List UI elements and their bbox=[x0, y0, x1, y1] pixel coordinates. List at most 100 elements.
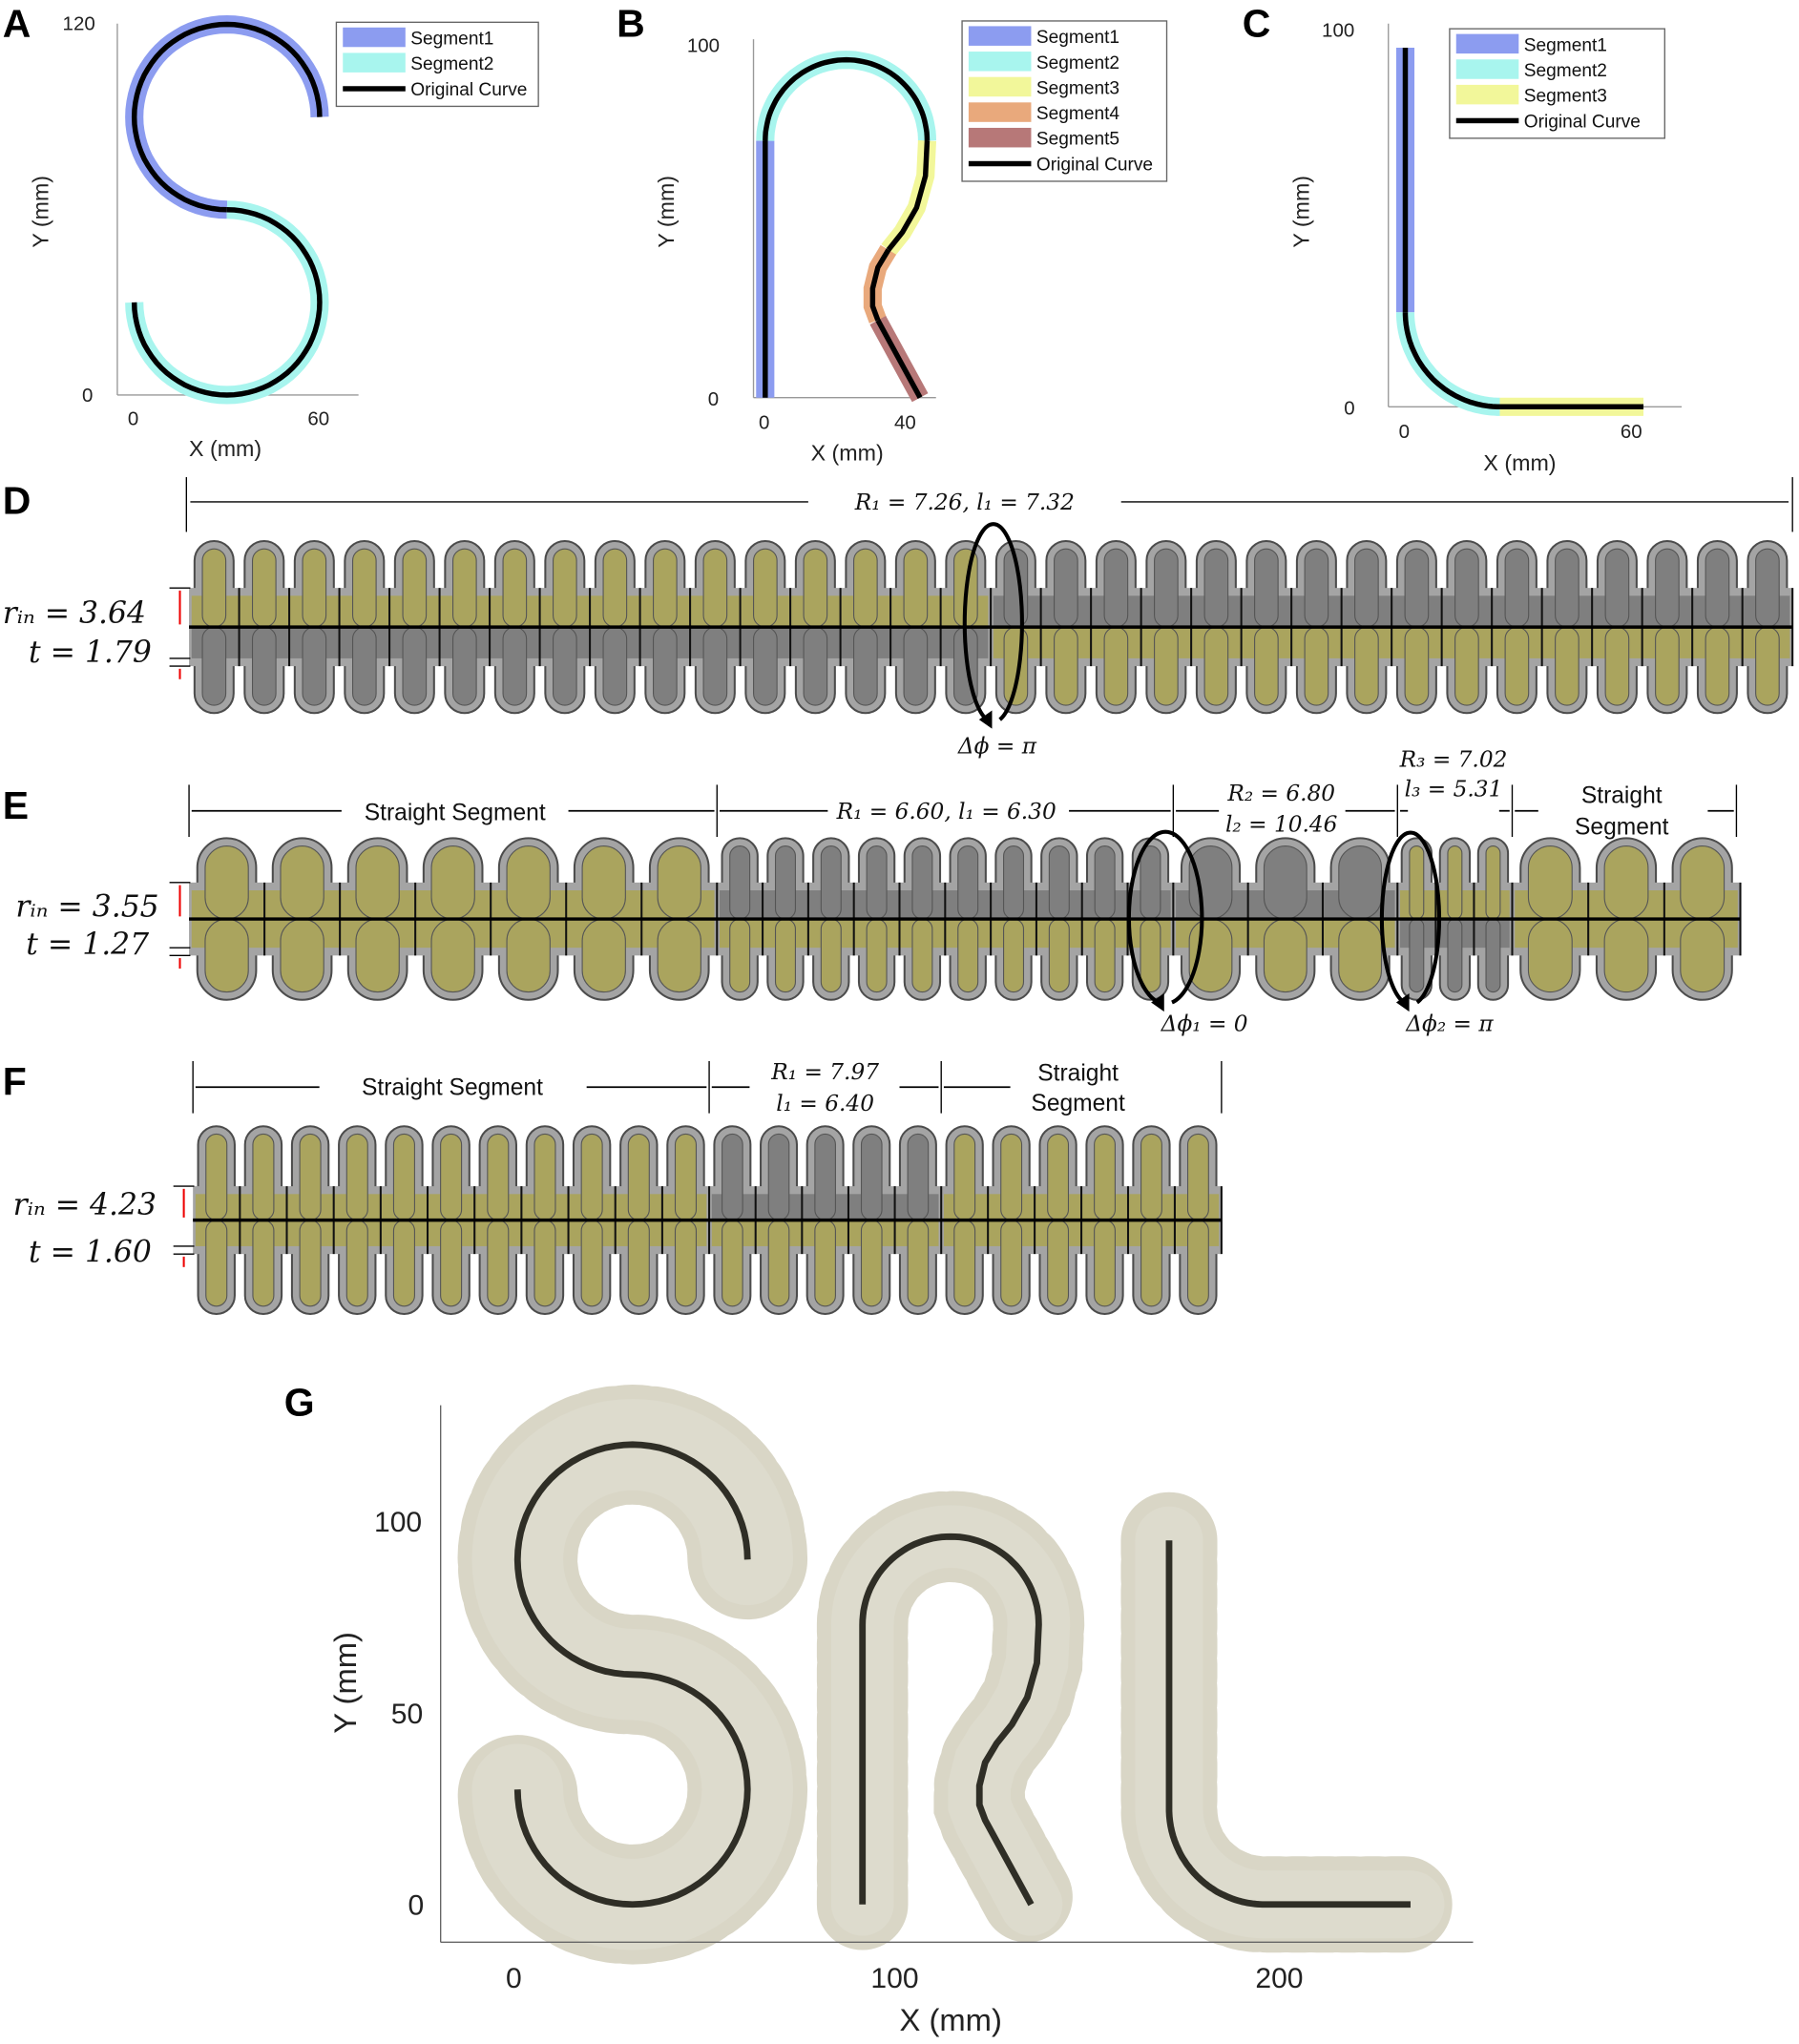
panel-d-bellows: R₁ = 7.26, l₁ = 7.32 rᵢₙ = 3.64 t = 1.79… bbox=[3, 477, 1794, 760]
y-tick: 0 bbox=[1344, 397, 1354, 419]
chamber-lobe bbox=[1447, 918, 1463, 993]
chamber-lobe bbox=[452, 626, 477, 706]
chamber-lobe bbox=[1604, 626, 1630, 706]
y-tick: 120 bbox=[63, 13, 95, 35]
legend-label: Segment1 bbox=[1524, 35, 1607, 55]
section-label: R₂ = 6.80 bbox=[1226, 781, 1335, 806]
chamber-lobe bbox=[657, 918, 701, 993]
chamber-lobe bbox=[430, 918, 475, 993]
chamber-lobe bbox=[1094, 845, 1116, 920]
chamber-lobe bbox=[911, 845, 933, 920]
chamber-lobe bbox=[1603, 918, 1649, 993]
original-curve bbox=[131, 207, 323, 398]
chamber-lobe bbox=[506, 845, 551, 920]
section-label: Straight bbox=[1037, 1060, 1119, 1086]
chamber-lobe bbox=[452, 548, 477, 628]
chamber-lobe bbox=[1527, 845, 1573, 920]
chamber-lobe bbox=[392, 1220, 415, 1307]
chamber-lobe bbox=[903, 548, 929, 628]
original-curve bbox=[886, 140, 931, 252]
panel-label-c: C bbox=[1243, 1, 1271, 45]
chamber-lobe bbox=[911, 918, 933, 993]
panel-label-a: A bbox=[3, 1, 31, 45]
section-label: l₂ = 10.46 bbox=[1225, 812, 1337, 838]
section-label: Straight Segment bbox=[365, 800, 546, 825]
chamber-lobe bbox=[1603, 845, 1649, 920]
chamber-lobe bbox=[1003, 626, 1029, 706]
legend-label: Original Curve bbox=[1036, 155, 1153, 175]
chamber-lobe bbox=[1000, 1133, 1023, 1221]
chamber-lobe bbox=[820, 918, 842, 993]
original-curve bbox=[869, 248, 891, 322]
chamber-lobe bbox=[803, 626, 828, 706]
plot-c: 100 0 0 60 X (mm) Y (mm) Segment1Segment… bbox=[1288, 19, 1683, 475]
legend-line bbox=[1455, 117, 1519, 124]
x-tick: 60 bbox=[1621, 421, 1642, 443]
chamber-lobe bbox=[1254, 548, 1279, 628]
chamber-lobe bbox=[280, 918, 324, 993]
chamber-lobe bbox=[1103, 548, 1129, 628]
x-tick: 40 bbox=[894, 411, 916, 433]
segment-2-band bbox=[756, 51, 937, 141]
x-axis-label: X (mm) bbox=[1483, 450, 1556, 475]
arrowhead-icon bbox=[978, 710, 993, 729]
inner-radius-label: rᵢₙ = 3.55 bbox=[15, 889, 158, 924]
chamber-lobe bbox=[1604, 548, 1630, 628]
legend-line bbox=[968, 160, 1032, 167]
chamber-lobe bbox=[627, 1220, 650, 1307]
panel-label-g: G bbox=[284, 1381, 315, 1425]
y-axis-label: Y (mm) bbox=[1288, 176, 1313, 248]
chamber-lobe bbox=[1404, 548, 1430, 628]
legend-swatch bbox=[968, 76, 1032, 97]
panel-f-bellows: Straight Segment R₁ = 7.97 l₁ = 6.40 Str… bbox=[13, 1059, 1223, 1315]
legend-label: Segment2 bbox=[1036, 53, 1119, 73]
thickness-label: t = 1.27 bbox=[26, 928, 149, 962]
panel-label-e: E bbox=[3, 783, 29, 827]
original-curve bbox=[1165, 1540, 1411, 1908]
legend-label: Segment5 bbox=[1036, 130, 1119, 150]
original-curve bbox=[859, 1533, 1042, 1907]
original-curve bbox=[875, 319, 923, 400]
legend-label: Segment2 bbox=[410, 54, 493, 74]
chamber-lobe bbox=[814, 1220, 836, 1307]
legend-swatch bbox=[1455, 33, 1519, 54]
section-label: Straight Segment bbox=[362, 1074, 543, 1100]
arrowhead-icon bbox=[1395, 992, 1410, 1012]
chamber-lobe bbox=[1140, 845, 1161, 920]
chamber-lobe bbox=[1140, 918, 1161, 993]
chamber-lobe bbox=[355, 845, 400, 920]
chamber-lobe bbox=[820, 845, 842, 920]
chamber-lobe bbox=[252, 1220, 275, 1307]
y-tick: 100 bbox=[374, 1507, 422, 1538]
chamber-lobe bbox=[201, 626, 227, 706]
legend-label: Segment4 bbox=[1036, 104, 1119, 124]
chamber-lobe bbox=[1504, 626, 1530, 706]
chamber-lobe bbox=[657, 845, 701, 920]
y-tick: 0 bbox=[82, 385, 93, 407]
chamber-lobe bbox=[1054, 626, 1078, 706]
chamber-lobe bbox=[653, 626, 678, 706]
chamber-lobe bbox=[1154, 548, 1179, 628]
legend-swatch bbox=[343, 52, 406, 73]
chamber-lobe bbox=[553, 626, 577, 706]
chamber-lobe bbox=[653, 548, 678, 628]
x-tick: 200 bbox=[1255, 1963, 1303, 1994]
y-tick: 0 bbox=[408, 1890, 425, 1922]
chamber-lobe bbox=[402, 548, 428, 628]
x-axis-label: X (mm) bbox=[900, 2002, 1002, 2037]
chamber-lobe bbox=[1454, 626, 1479, 706]
original-curve bbox=[131, 21, 323, 213]
chamber-lobe bbox=[602, 626, 628, 706]
chamber-lobe bbox=[702, 548, 728, 628]
chamber-lobe bbox=[1485, 845, 1501, 920]
phase-label: Δϕ₂ = π bbox=[1405, 1012, 1494, 1037]
chamber-lobe bbox=[251, 548, 277, 628]
chamber-lobe bbox=[774, 845, 796, 920]
legend-label: Segment3 bbox=[1036, 78, 1119, 98]
rotation-arrow bbox=[1126, 829, 1204, 1005]
chamber-lobe bbox=[774, 918, 796, 993]
chamber-lobe bbox=[392, 1133, 415, 1221]
inner-radius-label: rᵢₙ = 3.64 bbox=[3, 596, 146, 631]
x-tick: 60 bbox=[307, 407, 329, 429]
legend-label: Original Curve bbox=[1524, 112, 1641, 132]
